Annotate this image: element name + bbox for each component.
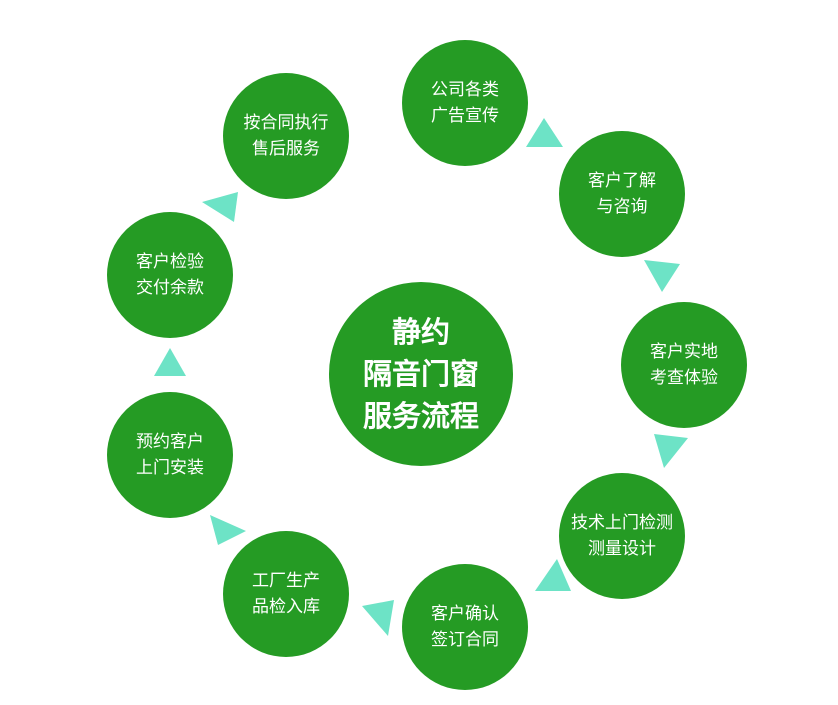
step-label-line: 广告宣传 (431, 106, 499, 126)
arrow-icon (526, 118, 563, 147)
arrow-icon (654, 434, 688, 468)
arrow-icon (362, 600, 394, 636)
step-label-line: 售后服务 (252, 139, 320, 159)
center-title-line: 服务流程 (362, 399, 479, 433)
step-label-line: 客户实地 (650, 342, 718, 362)
step-consult-circle: 客户了解 与咨询 (559, 131, 685, 257)
step-label-line: 客户了解 (588, 171, 656, 191)
step-aftersale-circle: 按合同执行 售后服务 (223, 73, 349, 199)
step-factory-circle: 工厂生产 品检入库 (223, 531, 349, 657)
step-label-line: 客户检验 (136, 252, 204, 272)
step-label-line: 预约客户 (136, 432, 204, 452)
step-contract-circle: 客户确认 签订合同 (402, 564, 528, 690)
arrow-icon (210, 515, 246, 545)
step-label-line: 按合同执行 (243, 113, 329, 133)
step-install-circle: 预约客户 上门安装 (107, 392, 233, 518)
step-label-line: 交付余款 (136, 278, 204, 298)
step-label-line: 品检入库 (252, 597, 320, 617)
arrow-icon (644, 260, 680, 292)
step-label-line: 客户确认 (431, 604, 499, 624)
step-label-line: 考查体验 (650, 368, 718, 388)
step-ad-circle: 公司各类 广告宣传 (402, 40, 528, 166)
step-measure-circle: 技术上门检测 测量设计 (559, 473, 685, 599)
center-title-line: 隔音门窗 (362, 357, 479, 391)
step-label-line: 工厂生产 (252, 571, 320, 591)
step-payment-circle: 客户检验 交付余款 (107, 212, 233, 338)
arrow-icon (154, 348, 186, 376)
step-visit-circle: 客户实地 考查体验 (621, 302, 747, 428)
step-label-line: 上门安装 (136, 458, 204, 478)
center-title-circle: 静约 隔音门窗 服务流程 (329, 282, 513, 466)
step-label-line: 与咨询 (596, 197, 648, 217)
center-title-line: 静约 (391, 315, 450, 349)
step-label-line: 技术上门检测 (571, 513, 673, 533)
arrow-icon (535, 559, 571, 591)
step-label-line: 测量设计 (588, 539, 656, 559)
arrow-icon (202, 192, 238, 222)
step-label-line: 签订合同 (431, 630, 499, 650)
step-label-line: 公司各类 (431, 80, 499, 100)
